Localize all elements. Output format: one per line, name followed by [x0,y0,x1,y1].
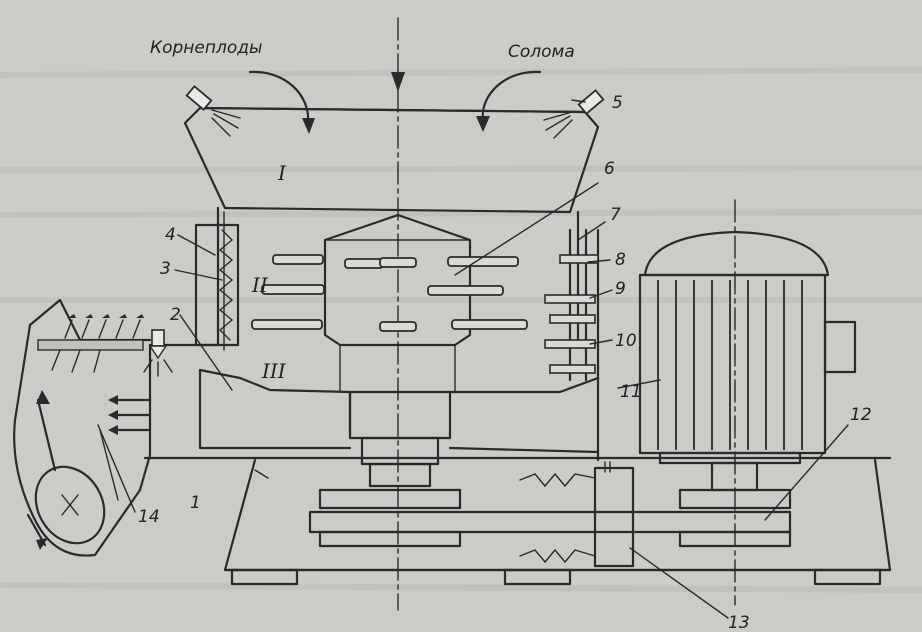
outlet-hood [13,298,152,557]
callout-8: 8 [615,250,626,270]
callout-2: 2 [170,305,181,325]
callout-12: 12 [850,405,872,425]
zone-label-2: II [251,273,269,297]
feed-arrows [248,70,542,134]
sprayer-left [185,85,241,137]
base-frame [143,456,892,586]
callout-13: 13 [728,613,750,632]
callout-9: 9 [615,279,626,299]
motor-fins [657,280,803,450]
callout-3: 3 [160,259,171,279]
tensioner [519,461,635,568]
air-arrows [108,395,152,435]
left-screen-assembly [194,211,240,351]
zone-label-3: III [261,359,287,383]
hopper [183,106,600,214]
rotor-blades [251,254,528,332]
callout-4: 4 [165,225,176,245]
right-transmission [544,228,599,382]
leader-lines [99,99,849,619]
belt-drive [308,488,792,548]
motor [638,230,857,492]
callout-6: 6 [604,159,615,179]
zone-label-1: I [277,161,287,185]
sprayer-side [143,329,173,377]
background-lines [0,67,922,593]
rotor [323,213,472,347]
callout-7: 7 [610,205,621,225]
label-straw: Солома [508,42,575,62]
callout-11: 11 [620,382,642,402]
casing [148,206,600,462]
center-axis [391,17,405,611]
callout-10: 10 [615,331,637,351]
labels: Корнеплоды Солома I II III 1 2 3 4 5 6 7… [138,38,872,632]
callout-14: 14 [138,507,160,527]
callout-1: 1 [190,493,201,513]
callout-5: 5 [612,93,623,113]
label-root-crops: Корнеплоды [150,38,262,58]
sprayer-right [543,89,605,139]
shaft-housing [339,344,456,488]
